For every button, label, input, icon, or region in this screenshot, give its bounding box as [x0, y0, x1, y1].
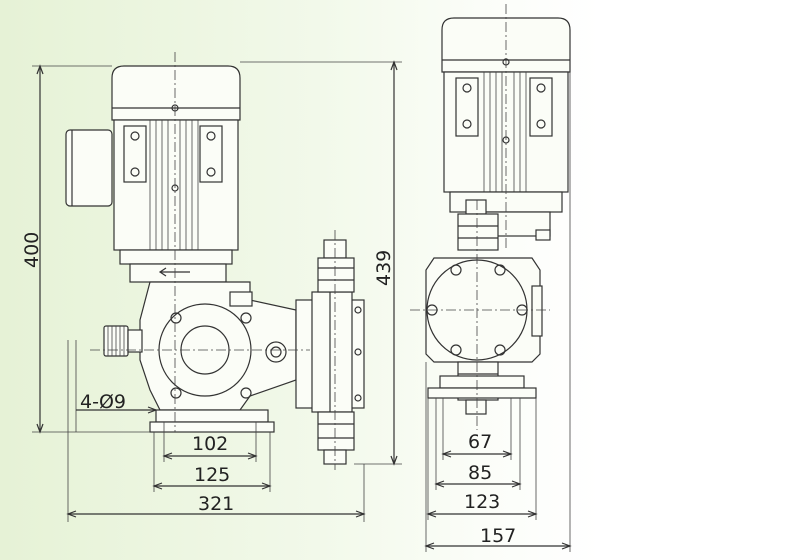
dim-67: 67: [468, 431, 492, 453]
front-dimensions: [32, 60, 402, 522]
dim-102: 102: [192, 433, 228, 455]
cover-bolts: [170, 312, 252, 399]
oil-fitting: [265, 341, 287, 363]
dim-321: 321: [198, 493, 234, 515]
side-terminal-brackets: [455, 58, 553, 144]
dim-157: 157: [480, 525, 516, 547]
motor-fins: [149, 120, 199, 250]
dim-85: 85: [468, 462, 492, 484]
dim-125: 125: [194, 464, 230, 486]
dim-4-holes: 4-Ø9: [80, 391, 126, 413]
side-view: [410, 4, 571, 430]
stroke-knob: [229, 291, 253, 307]
side-dimensions: [424, 72, 572, 552]
suction-valve: [317, 411, 355, 465]
motor-cap: [111, 65, 241, 121]
side-discharge-valve: [457, 199, 499, 251]
pump-base: [155, 409, 269, 423]
junction-box: [65, 129, 113, 207]
terminal-brackets: [123, 104, 223, 192]
front-view: [65, 52, 365, 470]
dim-400: 400: [21, 232, 43, 268]
side-base: [439, 375, 525, 389]
dim-123: 123: [464, 491, 500, 513]
motor-flange: [119, 249, 233, 265]
dim-439: 439: [373, 250, 395, 286]
discharge-valve: [317, 239, 355, 293]
